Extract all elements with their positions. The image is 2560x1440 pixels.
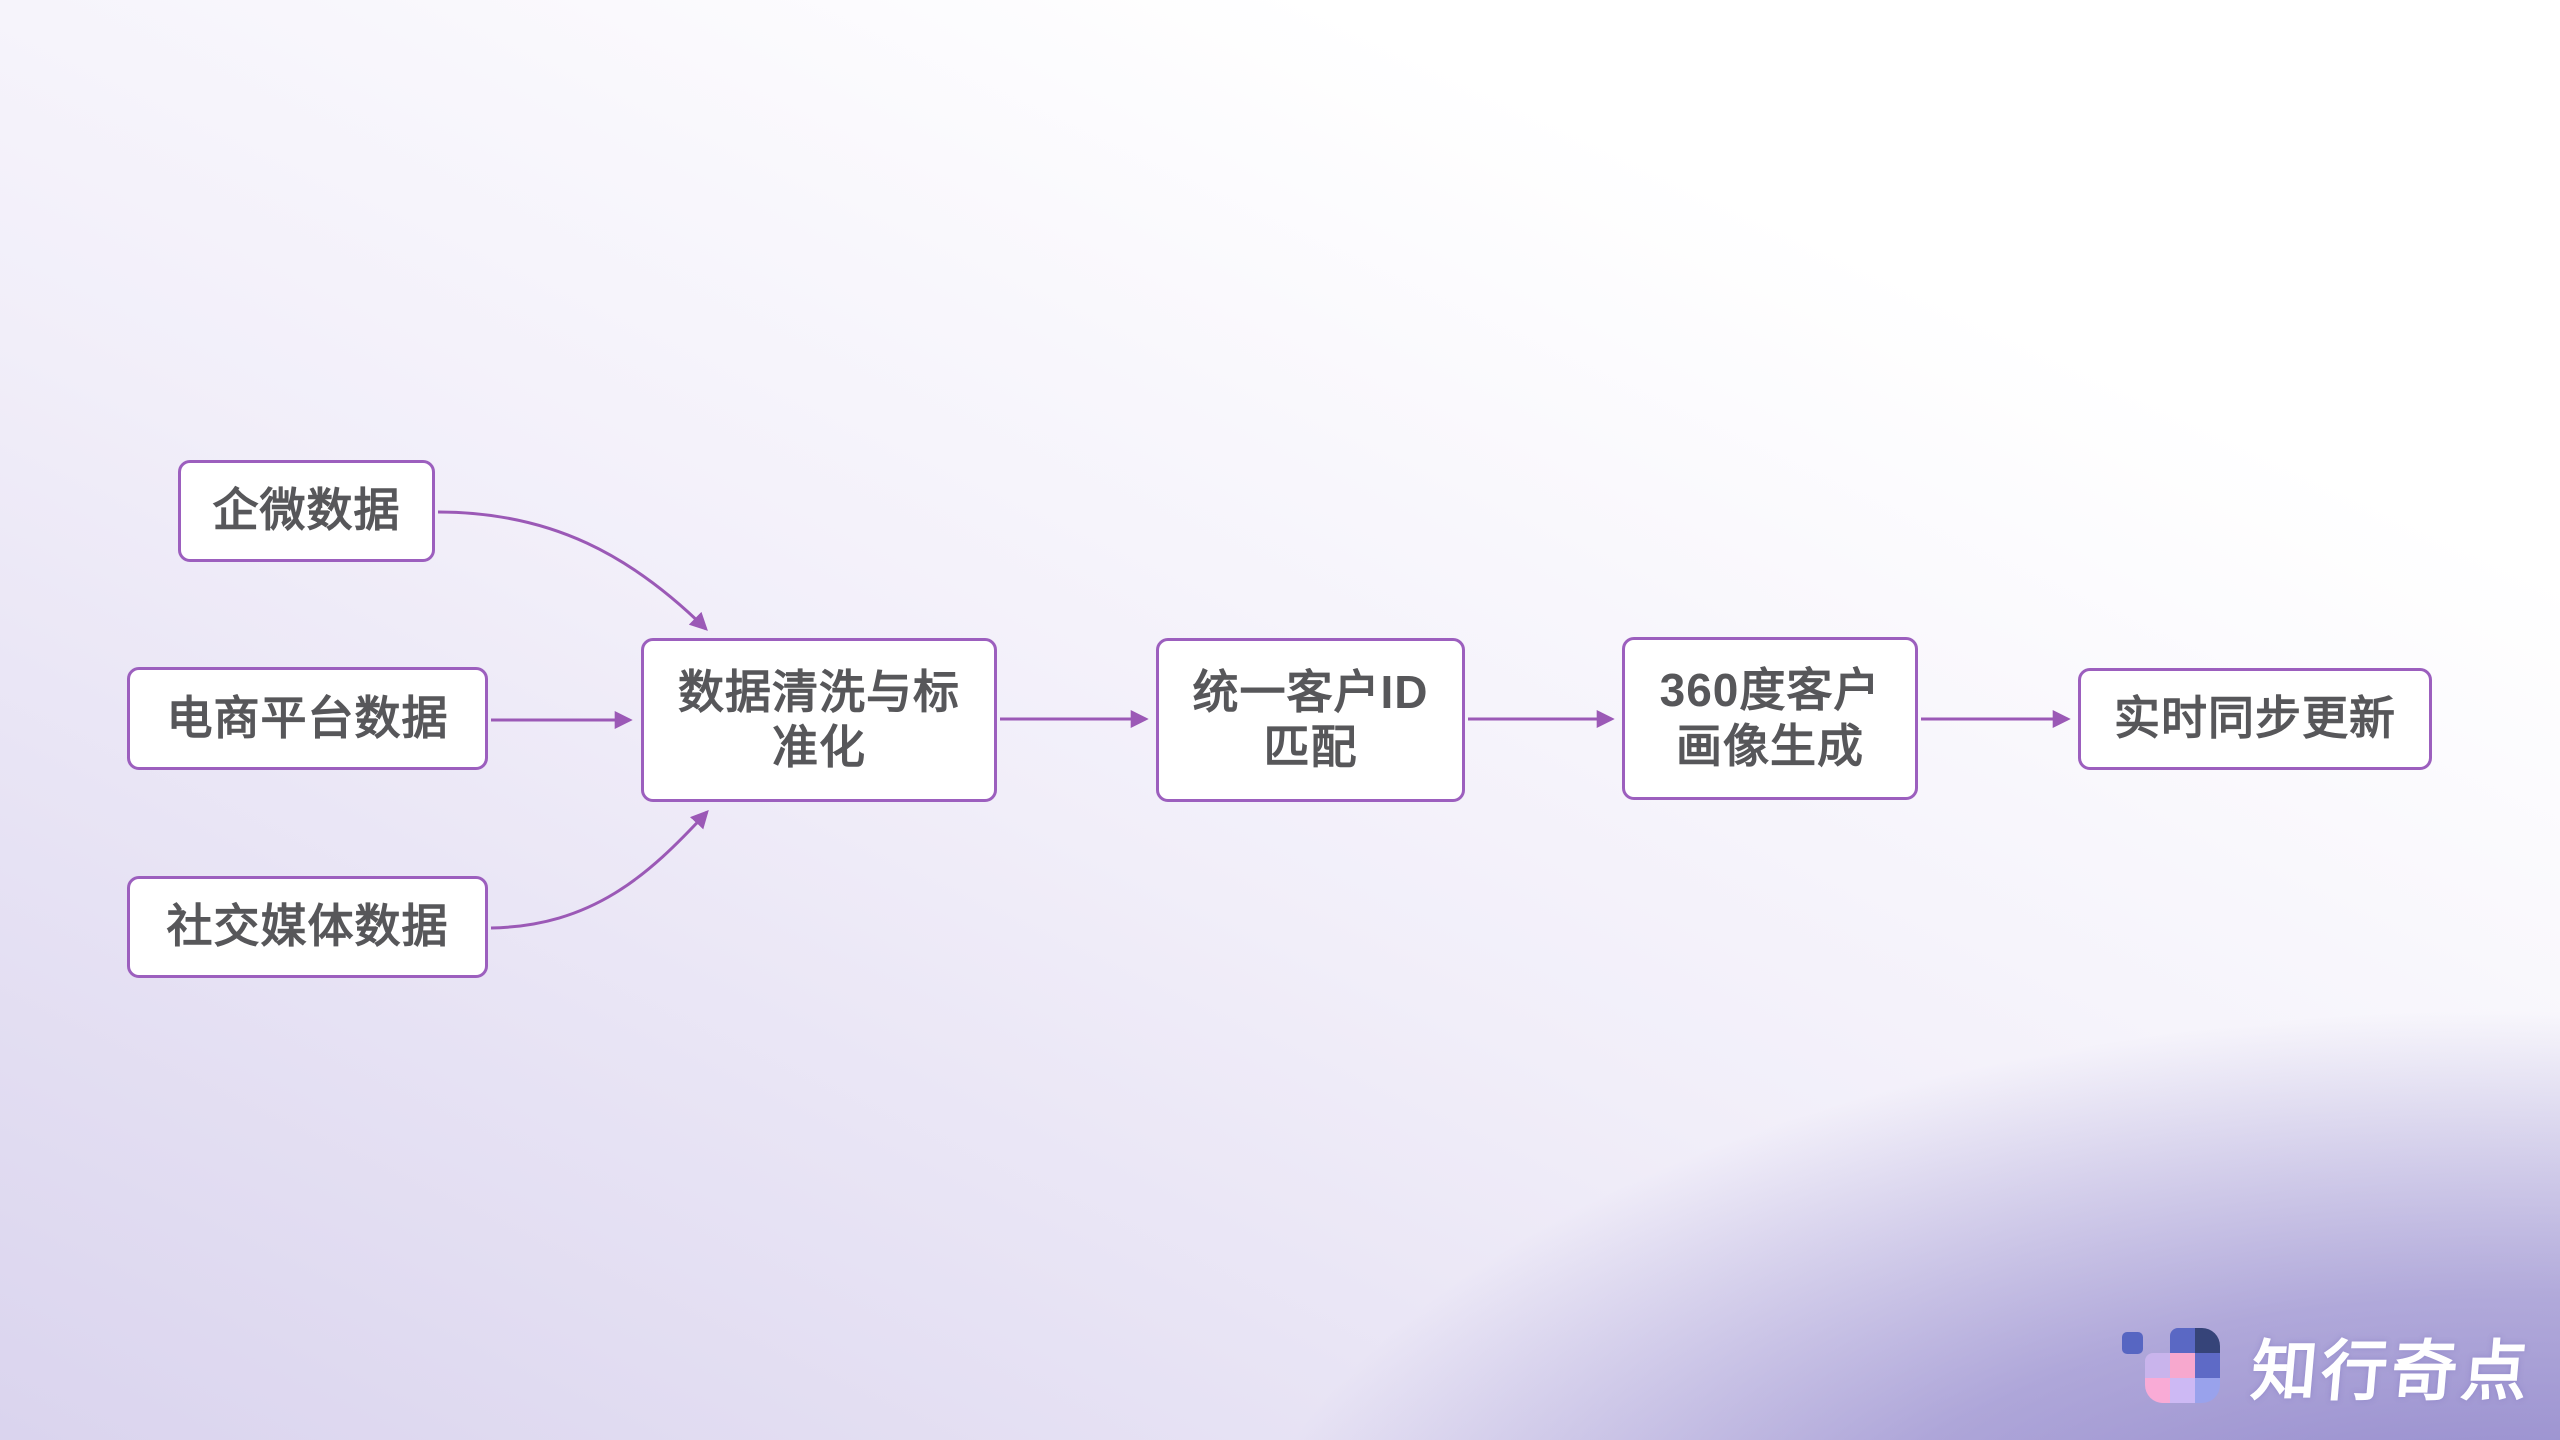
logo-cell-notch (2145, 1328, 2170, 1353)
logo-cell (2170, 1328, 2195, 1353)
brand-logo-icon (2122, 1328, 2220, 1404)
brand-logo-text: 知行奇点 (2248, 1334, 2535, 1408)
node-label: 统一客户ID匹配 (1192, 665, 1429, 773)
node-label: 电商平台数据 (166, 691, 449, 744)
node-social-media-data: 社交媒体数据 (127, 876, 488, 978)
node-wecom-data: 企微数据 (178, 460, 435, 562)
node-label: 数据清洗与标准化 (678, 665, 960, 773)
node-label: 360度客户画像生成 (1659, 664, 1881, 772)
logo-cell (2195, 1378, 2220, 1403)
logo-cell (2195, 1328, 2220, 1353)
node-360-customer-profile-generation: 360度客户画像生成 (1622, 637, 1918, 800)
logo-cell (2195, 1353, 2220, 1378)
logo-cell (2145, 1353, 2170, 1378)
logo-cell (2145, 1378, 2170, 1403)
edge-qiwei-to-clean (437, 510, 708, 631)
logo-mosaic-grid (2145, 1328, 2220, 1403)
brand-logo: 知行奇点 (2122, 1318, 2535, 1414)
node-label: 企微数据 (212, 484, 401, 537)
edge-social-to-clean (490, 810, 709, 930)
node-data-cleaning-standardization: 数据清洗与标准化 (641, 638, 997, 802)
node-label: 实时同步更新 (2114, 692, 2396, 745)
node-ecommerce-platform-data: 电商平台数据 (127, 667, 488, 770)
node-unified-customer-id-matching: 统一客户ID匹配 (1156, 638, 1465, 802)
logo-cell (2170, 1378, 2195, 1403)
logo-detached-square (2122, 1332, 2143, 1354)
node-realtime-sync-update: 实时同步更新 (2078, 668, 2432, 770)
node-label: 社交媒体数据 (166, 900, 449, 953)
logo-cell (2170, 1353, 2195, 1378)
